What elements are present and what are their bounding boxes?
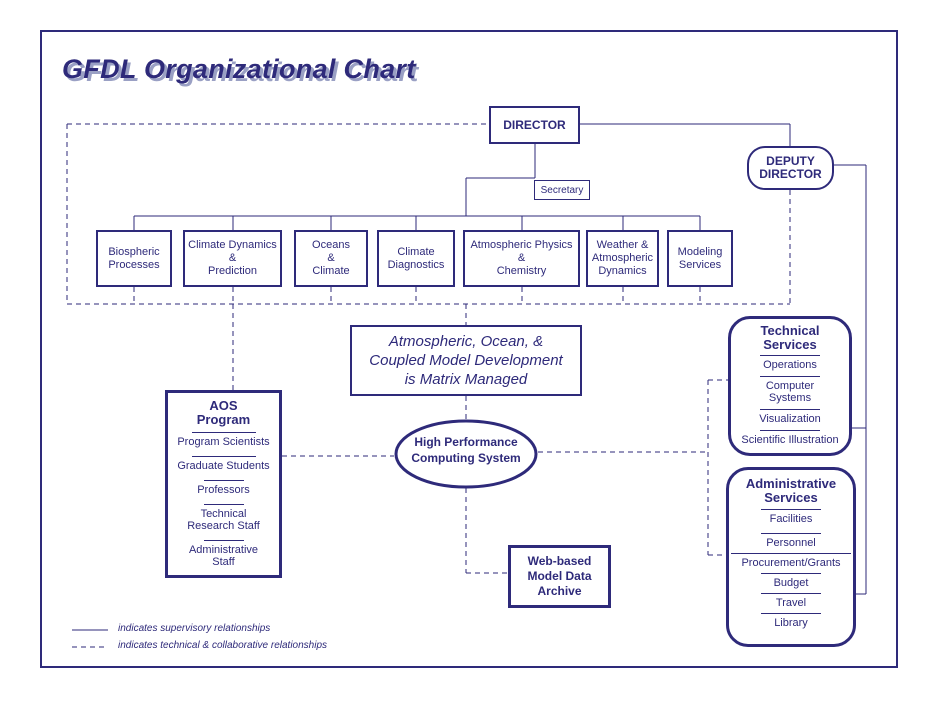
hpcs-label: High Performance Computing System xyxy=(396,434,536,466)
divider xyxy=(761,533,821,534)
division-line: Oceans xyxy=(312,239,350,251)
division-modeling-services: Modeling Services xyxy=(667,230,733,287)
aos-item: Graduate Students xyxy=(177,460,270,472)
administrative-item: Personnel xyxy=(766,537,816,549)
technical-item: Scientific Illustration xyxy=(741,434,839,446)
division-line: Services xyxy=(678,258,722,271)
aos-item: Administrative xyxy=(188,544,259,556)
archive-line: Archive xyxy=(537,584,582,598)
aos-item: Research Staff xyxy=(187,520,260,532)
divider xyxy=(191,456,256,457)
division-line: Modeling xyxy=(677,245,723,258)
divider xyxy=(760,430,820,431)
aos-heading-line: Program xyxy=(196,412,251,427)
archive-box: Web-based Model Data Archive xyxy=(508,545,611,608)
divider xyxy=(761,573,821,574)
division-weather: Weather & Atmospheric Dynamics xyxy=(586,230,659,287)
hpcs-line: High Performance xyxy=(414,435,518,449)
hpcs-ellipse xyxy=(394,419,538,489)
division-climate-diagnostics: Climate Diagnostics xyxy=(377,230,455,287)
technical-services-box: Technical Services Operations Computer S… xyxy=(728,316,852,456)
director-label: DIRECTOR xyxy=(503,117,566,132)
divider xyxy=(203,480,244,481)
secretary-box: Secretary xyxy=(534,180,590,200)
chart-title: GFDL Organizational Chart xyxy=(62,54,416,84)
divider xyxy=(761,613,821,614)
divider xyxy=(760,409,820,410)
matrix-line: Coupled Model Development xyxy=(369,352,563,369)
division-line: Biospheric xyxy=(108,245,160,258)
hpcs-line: Computing System xyxy=(411,451,521,465)
division-line: Atmospheric xyxy=(591,252,654,264)
division-line: Chemistry xyxy=(496,265,547,277)
aos-item: Professors xyxy=(197,484,250,496)
technical-item: Systems xyxy=(768,392,812,404)
divider xyxy=(203,540,244,541)
aos-item: Technical xyxy=(200,508,247,520)
division-climate-dynamics: Climate Dynamics & Prediction xyxy=(183,230,282,287)
division-line: Weather & xyxy=(596,239,649,251)
division-line: Prediction xyxy=(208,265,257,277)
division-line: & xyxy=(517,252,526,264)
division-line: Diagnostics xyxy=(387,258,445,271)
technical-item: Visualization xyxy=(759,413,821,425)
technical-item: Operations xyxy=(763,359,817,371)
director-box: DIRECTOR xyxy=(489,106,580,144)
aos-heading-line: AOS xyxy=(209,398,238,413)
administrative-services-box: Administrative Services Facilities Perso… xyxy=(726,467,856,647)
archive-line: Model Data xyxy=(527,569,592,583)
administrative-item: Procurement/Grants xyxy=(741,557,841,569)
legend-dashed-text: indicates technical & collaborative rela… xyxy=(118,640,328,651)
matrix-line: Atmospheric, Ocean, & xyxy=(388,333,544,350)
matrix-line: is Matrix Managed xyxy=(404,371,528,388)
divider xyxy=(760,376,820,377)
division-line: Processes xyxy=(108,258,160,271)
aos-item: Staff xyxy=(212,556,235,568)
aos-item: Program Scientists xyxy=(177,436,270,448)
deputy-label-line1: DEPUTY xyxy=(766,154,815,168)
administrative-item: Library xyxy=(774,617,808,629)
divider xyxy=(731,553,851,554)
division-atmospheric-physics: Atmospheric Physics & Chemistry xyxy=(463,230,580,287)
deputy-director-box: DEPUTY DIRECTOR xyxy=(747,146,834,190)
technical-heading-line: Technical xyxy=(760,323,820,338)
division-line: Climate xyxy=(312,265,350,277)
division-line: Climate xyxy=(397,245,435,258)
division-line: & xyxy=(327,252,335,264)
divider xyxy=(761,509,821,510)
division-line: Climate Dynamics xyxy=(188,239,277,251)
archive-line: Web-based xyxy=(527,554,592,568)
divider xyxy=(203,504,244,505)
division-oceans: Oceans & Climate xyxy=(294,230,368,287)
administrative-heading-line: Administrative xyxy=(745,476,837,491)
deputy-label-line2: DIRECTOR xyxy=(759,167,822,181)
divider xyxy=(191,432,256,433)
division-line: Dynamics xyxy=(598,265,647,277)
administrative-item: Facilities xyxy=(769,513,813,525)
aos-program-box: AOS Program Program Scientists Graduate … xyxy=(165,390,282,578)
technical-item: Computer xyxy=(765,380,815,392)
chart-frame xyxy=(40,30,898,668)
administrative-item: Travel xyxy=(775,597,807,609)
administrative-heading-line: Services xyxy=(764,490,818,505)
division-line: Atmospheric Physics xyxy=(470,239,573,251)
divider xyxy=(761,593,821,594)
legend-solid-text: indicates supervisory relationships xyxy=(118,623,271,634)
secretary-label: Secretary xyxy=(540,184,584,196)
divider xyxy=(760,355,820,356)
division-line: & xyxy=(228,252,237,264)
division-biospheric: Biospheric Processes xyxy=(96,230,172,287)
matrix-managed-box: Atmospheric, Ocean, & Coupled Model Deve… xyxy=(350,325,582,396)
administrative-item: Budget xyxy=(773,577,809,589)
technical-heading-line: Services xyxy=(763,337,817,352)
